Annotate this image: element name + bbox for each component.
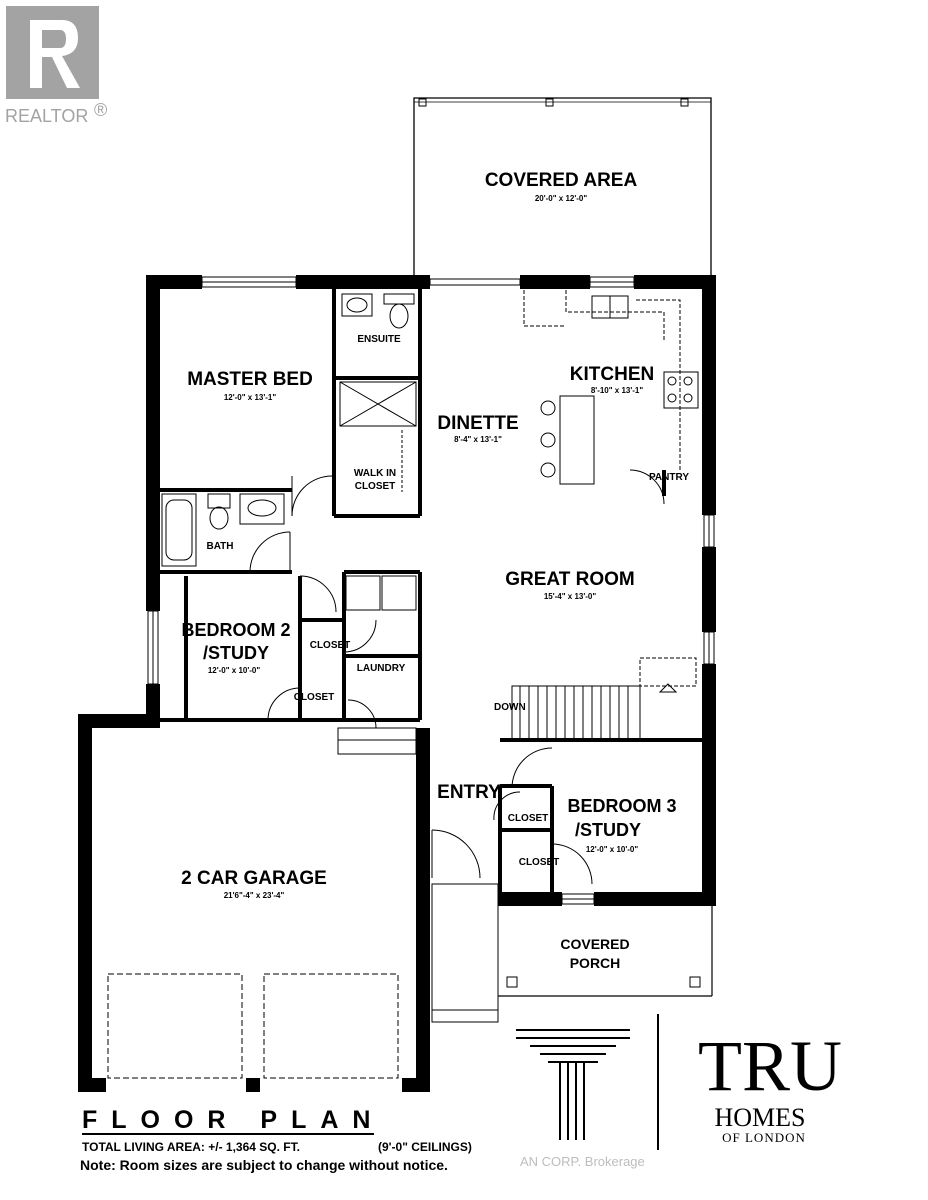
footer: FLOOR PLAN TOTAL LIVING AREA: +/- 1,364 … [80, 1106, 645, 1173]
brand-name: TRU [698, 1026, 842, 1106]
living-area-text: TOTAL LIVING AREA: +/- 1,364 SQ. FT. [82, 1140, 300, 1154]
kitchen-label: KITCHEN [570, 364, 654, 385]
realtor-wordmark: REALTOR [5, 106, 88, 126]
covered-area-size: 20'-0" x 12'-0" [535, 194, 588, 203]
bedroom-2-closet-lower-label: CLOSET [294, 692, 335, 703]
bedroom-3-label-1: BEDROOM 3 [567, 796, 676, 816]
fixtures [107, 290, 699, 1079]
ensuite-label: ENSUITE [357, 334, 401, 345]
bedroom-3-closet-upper-label: CLOSET [508, 813, 549, 824]
great-room-label: GREAT ROOM [505, 569, 634, 590]
master-bed-label: MASTER BED [187, 369, 313, 390]
bedroom-2-closet-upper-label: CLOSET [310, 640, 351, 651]
covered-area: COVERED AREA 20'-0" x 12'-0" [413, 97, 712, 275]
covered-porch: COVERED PORCH [498, 906, 713, 997]
garage-label: 2 CAR GARAGE [181, 868, 327, 889]
room-labels: MASTER BED 12'-0" x 13'-1" ENSUITE WALK … [181, 334, 689, 900]
exterior-walls [78, 275, 716, 1092]
covered-porch-label-2: PORCH [570, 955, 621, 971]
covered-area-label: COVERED AREA [485, 170, 638, 191]
bath-label: BATH [206, 541, 233, 552]
kitchen-size: 8'-10" x 13'-1" [591, 386, 644, 395]
bedroom-3-closet-lower-label: CLOSET [519, 857, 560, 868]
staircase: DOWN [494, 683, 678, 741]
bedroom-2-label-2: /STUDY [203, 643, 269, 663]
stairs-down-label: DOWN [494, 702, 526, 713]
covered-porch-label-1: COVERED [560, 936, 629, 952]
brand-logo: TRU HOMES OF LONDON [516, 1014, 842, 1150]
registered-mark: ® [94, 100, 107, 120]
great-room-size: 15'-4" x 13'-0" [544, 592, 597, 601]
pantry-label: PANTRY [649, 472, 689, 483]
master-bed-size: 12'-0" x 13'-1" [224, 393, 277, 402]
brokerage-watermark: AN CORP. Brokerage [520, 1154, 645, 1169]
brand-t-mark-icon [516, 1029, 630, 1140]
room-size-note: Note: Room sizes are subject to change w… [80, 1157, 448, 1173]
bedroom-3-size: 12'-0" x 10'-0" [586, 845, 639, 854]
bedroom-2-size: 12'-0" x 10'-0" [208, 666, 261, 675]
realtor-logo[interactable]: REALTOR ® [5, 6, 107, 126]
dinette-size: 8'-4" x 13'-1" [454, 435, 502, 444]
bedroom-2-label-1: BEDROOM 2 [181, 620, 290, 640]
brand-line-3: OF LONDON [722, 1130, 806, 1145]
garage-size: 21'6"-4" x 23'-4" [224, 891, 285, 900]
ceiling-height-text: (9'-0" CEILINGS) [378, 1140, 472, 1154]
walk-in-closet-label-2: CLOSET [355, 481, 396, 492]
dinette-label: DINETTE [437, 413, 518, 434]
laundry-label: LAUNDRY [357, 663, 406, 674]
brand-line-2: HOMES [714, 1103, 805, 1132]
walk-in-closet-label-1: WALK IN [354, 468, 396, 479]
floor-plan-title: FLOOR PLAN [82, 1106, 385, 1134]
door-swings [249, 469, 665, 885]
entry-label: ENTRY [437, 782, 501, 803]
windows [147, 276, 715, 905]
interior-walls [160, 289, 716, 892]
bedroom-3-label-2: /STUDY [575, 820, 641, 840]
